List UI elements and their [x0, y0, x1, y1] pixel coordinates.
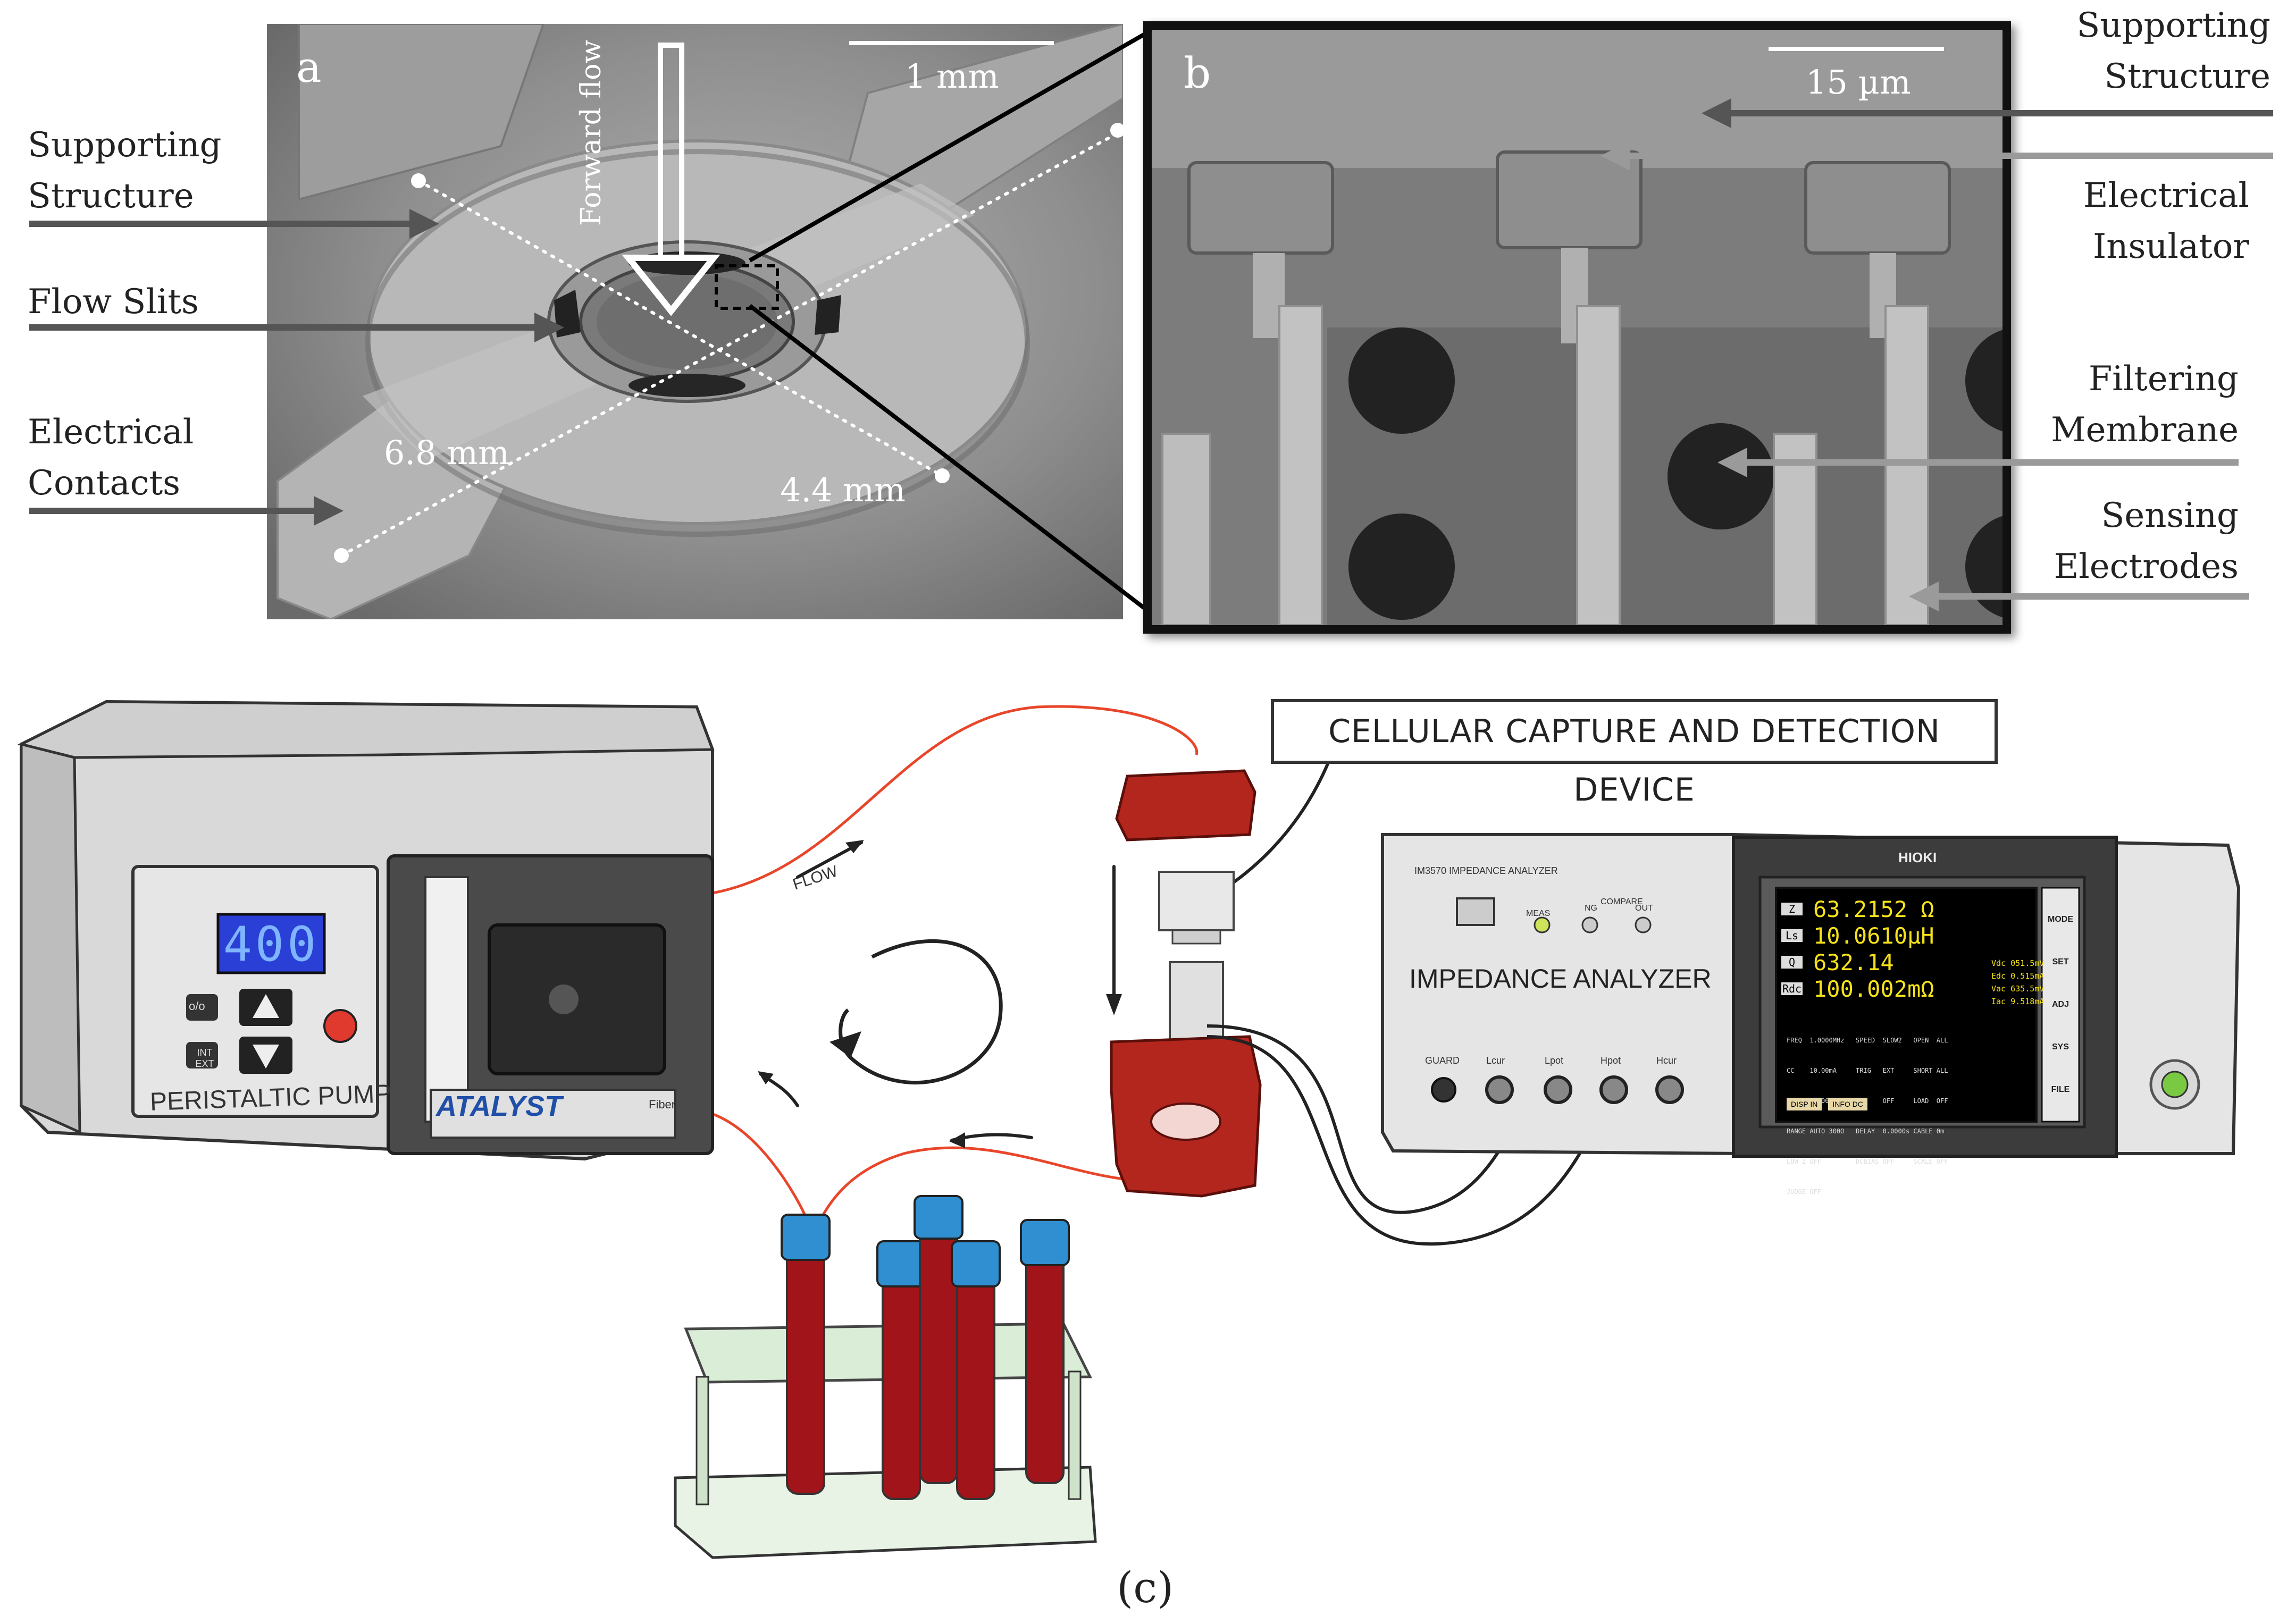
- label-electrical-insulator: Electrical Insulator: [2083, 176, 2249, 266]
- soft-key-adj[interactable]: ADJ: [2051, 1000, 2069, 1009]
- forward-flow-label: Forward flow: [575, 39, 607, 226]
- scale-bar-a: [849, 41, 1054, 45]
- label-supporting-structure-a: Supporting Structure: [28, 125, 222, 216]
- panel-b-letter: b: [1184, 48, 1211, 98]
- tubing-pump-to-device: [712, 705, 1199, 895]
- indicator-out: OUT: [1635, 904, 1653, 913]
- indicator-ng: NG: [1585, 904, 1597, 913]
- indicator-meas: MEAS: [1526, 909, 1551, 918]
- bottom-key-info[interactable]: INFO DC: [1828, 1098, 1867, 1110]
- panel-a-letter: a: [296, 43, 322, 92]
- blood-tube-rack: [674, 1195, 1097, 1559]
- zoom-connector-lines: [748, 30, 1150, 613]
- impedance-analyzer: [1381, 833, 2241, 1158]
- arrow-electrical-insulator: [1627, 153, 2273, 159]
- capture-device-exploded: [1110, 769, 1262, 1198]
- soft-key-mode[interactable]: MODE: [2048, 915, 2073, 924]
- jack-hpot: Hpot: [1601, 1055, 1621, 1066]
- bottom-key-disp[interactable]: DISP IN: [1787, 1098, 1822, 1110]
- circulation-arrow: [839, 939, 1003, 1084]
- jack-lpot: Lpot: [1545, 1055, 1564, 1066]
- scale-label-a: 1 mm: [905, 57, 999, 96]
- scale-bar-b: [1769, 47, 1944, 51]
- analyzer-brand: HIOKI: [1898, 849, 1937, 865]
- sem-image-b: b 15 µm: [1143, 21, 2011, 634]
- device-title-box: CELLULAR CAPTURE AND DETECTION DEVICE: [1271, 699, 1998, 809]
- label-filtering-membrane: Filtering Membrane: [2051, 359, 2239, 450]
- dimension-long: 6.8 mm: [384, 433, 509, 472]
- jack-lcur: Lcur: [1486, 1055, 1505, 1066]
- sem-image-a: a 1 mm Forward flow 6.8 mm 4.4 mm: [267, 24, 1123, 619]
- side-readings: Vdc 051.5mV Edc 0.515mA Vac 635.5mV Iac …: [1991, 958, 2045, 1006]
- pump-display: 400: [223, 916, 320, 972]
- reading-ls: 10.0610μH: [1813, 922, 1934, 949]
- experimental-setup-illustration: [17, 700, 2241, 1559]
- arrow-flow-slits: [29, 324, 537, 331]
- pump-button-b[interactable]: INT EXT: [195, 1047, 214, 1069]
- reading-rdc: 100.002mΩ: [1813, 975, 1934, 1002]
- tubing-pump-to-tube: [701, 1109, 810, 1223]
- electrode-sem-drawing: [1152, 30, 2002, 625]
- dimension-short: 4.4 mm: [780, 470, 906, 509]
- indicator-compare: COMPARE: [1601, 897, 1643, 906]
- arrow-filtering-membrane: [1744, 459, 2239, 466]
- analyzer-model: IM3570 IMPEDANCE ANALYZER: [1414, 865, 1558, 876]
- label-flow-slits: Flow Slits: [28, 282, 199, 322]
- reading-z: 63.2152 Ω: [1813, 896, 1934, 922]
- label-electrical-contacts: Electrical Contacts: [28, 413, 194, 503]
- pump-button-a[interactable]: o/o: [189, 999, 205, 1013]
- arrow-electrical-contacts: [29, 508, 316, 514]
- soft-key-set[interactable]: SET: [2052, 957, 2069, 966]
- peristaltic-pump: [17, 700, 715, 1161]
- analyzer-label: IMPEDANCE ANALYZER: [1409, 964, 1712, 994]
- scale-label-b: 15 µm: [1806, 63, 1911, 102]
- jack-hcur: Hcur: [1656, 1055, 1677, 1066]
- device-sem-drawing: [267, 24, 1123, 619]
- reading-q: 632.14: [1813, 949, 1894, 975]
- arrow-supporting-structure-b: [1728, 110, 2273, 116]
- soft-key-sys[interactable]: SYS: [2051, 1042, 2069, 1051]
- arrow-sensing-electrodes: [1936, 593, 2249, 600]
- pump-brand: ATALYST: [436, 1090, 562, 1122]
- arrow-supporting-structure-a: [29, 221, 412, 227]
- label-supporting-structure-b: Supporting Structure: [2076, 6, 2271, 96]
- soft-key-file[interactable]: FILE: [2051, 1085, 2070, 1094]
- jack-guard: GUARD: [1425, 1055, 1460, 1066]
- analyzer-bottom-keys: DISP IN INFO DC: [1787, 1098, 1867, 1110]
- label-sensing-electrodes: Sensing Electrodes: [2054, 496, 2239, 586]
- pump-small-label: Fiber: [649, 1098, 676, 1111]
- analyzer-params: FREQ 1.0000MHz SPEED SLOW2 OPEN ALL CC 1…: [1787, 1037, 1948, 1196]
- panel-c-caption: (c): [1117, 1563, 1174, 1612]
- analyzer-soft-keys: MODE SET ADJ SYS FILE: [2043, 898, 2077, 1111]
